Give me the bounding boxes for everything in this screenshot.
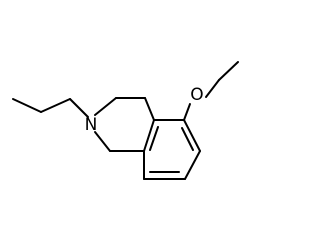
bond-c5-c6-inner [181, 127, 194, 151]
molecule-drawing: N O [12, 61, 239, 180]
bond-n-c1 [94, 131, 111, 152]
bond-c4-c4a [144, 97, 155, 121]
bond-propyl-c2-c1 [40, 98, 71, 113]
bond-c4a-c8a-inner [149, 126, 159, 151]
nitrogen-atom-label: N [85, 115, 98, 135]
oxygen-atom-label: O [190, 85, 203, 105]
bond-o-ch2 [205, 79, 220, 98]
bond-c4a-c8a [143, 119, 155, 152]
structure-canvas: N O [12, 61, 239, 180]
bond-c5-o [183, 103, 191, 121]
bond-propyl-c3-c2 [12, 98, 42, 113]
bonds [12, 61, 239, 180]
bond-c5-c6 [183, 119, 201, 152]
bond-c6-c7 [184, 150, 201, 180]
atom-labels: N O [85, 85, 204, 135]
bond-ch2-ch3 [218, 61, 239, 81]
bond-propyl-c1-n [69, 98, 89, 118]
bond-n-c3 [94, 97, 117, 116]
